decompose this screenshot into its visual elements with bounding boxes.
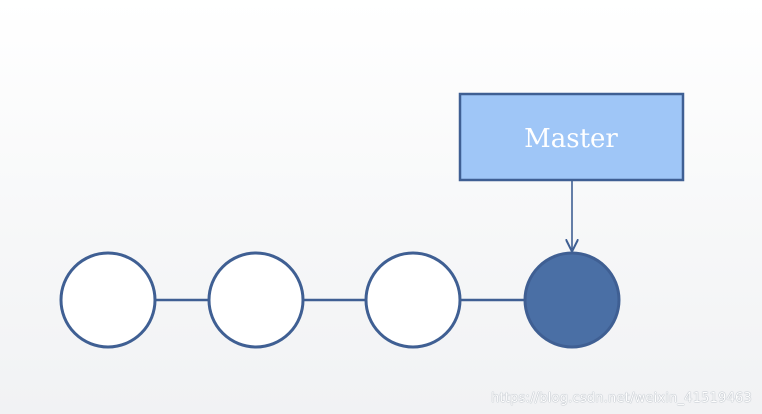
commit-node-1	[59, 251, 157, 349]
branch-label-box	[458, 92, 685, 182]
watermark-text: https://blog.csdn.net/weixin_41519463	[491, 391, 752, 406]
branch-label: Master	[524, 124, 618, 154]
commit-node-3	[364, 251, 462, 349]
commit-node-head	[523, 251, 621, 349]
commit-node-2	[207, 251, 305, 349]
